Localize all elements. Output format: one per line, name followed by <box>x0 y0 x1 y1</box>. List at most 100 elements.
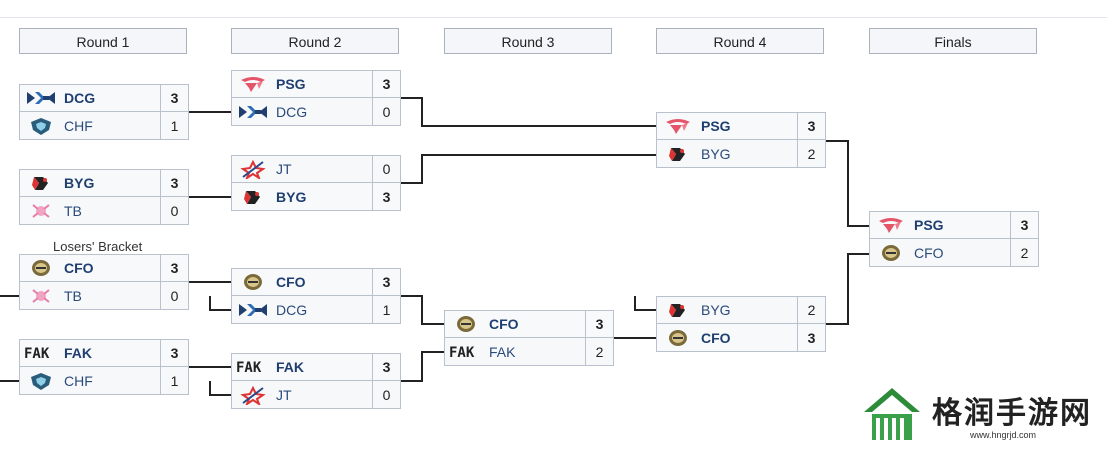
team-name-link[interactable]: CFO <box>64 260 94 276</box>
team-score: 3 <box>160 170 188 196</box>
byg-logo-icon <box>669 304 685 317</box>
team-name-link[interactable]: PSG <box>701 118 731 134</box>
watermark: 格润手游网 www.hngrjd.com <box>860 382 1105 444</box>
chf-logo-icon <box>31 372 51 390</box>
team-logo <box>236 184 270 210</box>
team-row-fak: FAK FAK 2 <box>444 338 614 366</box>
team-score: 1 <box>160 367 188 394</box>
team-logo <box>24 85 58 111</box>
watermark-logo-icon <box>864 388 920 440</box>
team-score: 3 <box>372 354 400 380</box>
team-score: 2 <box>797 140 825 167</box>
team-row-psg: PSG 3 <box>231 70 401 98</box>
psg-logo-icon <box>879 218 903 233</box>
team-score: 3 <box>797 113 825 139</box>
team-name-link[interactable]: CHF <box>64 372 93 389</box>
team-score: 3 <box>372 71 400 97</box>
team-name-link[interactable]: DCG <box>276 103 308 120</box>
svg-text:FAK: FAK <box>236 360 262 376</box>
team-name-link[interactable]: JT <box>276 161 292 177</box>
team-score: 0 <box>160 282 188 309</box>
team-row-chf: CHF 1 <box>19 112 189 140</box>
team-logo <box>661 141 695 167</box>
team-score: 0 <box>372 381 400 408</box>
team-name-link[interactable]: FAK <box>276 359 304 375</box>
team-name-link[interactable]: DCG <box>276 301 308 318</box>
team-name-link[interactable]: BYG <box>64 175 95 191</box>
team-logo <box>24 170 58 196</box>
team-name-link[interactable]: CFO <box>701 329 731 346</box>
tb-logo-icon <box>32 203 50 218</box>
dcg-logo-icon <box>239 303 267 316</box>
team-score: 1 <box>160 112 188 139</box>
chf-logo-icon <box>31 117 51 135</box>
team-name-link[interactable]: DCG <box>64 90 96 106</box>
team-name-link[interactable]: FAK <box>64 345 92 361</box>
team-logo <box>24 368 58 394</box>
round-1-header: Round 1 <box>19 28 187 54</box>
team-name-link[interactable]: JT <box>276 386 292 403</box>
team-row-tb: TB 0 <box>19 282 189 310</box>
team-row-cfo: CFO 3 <box>656 324 826 352</box>
fak-logo-icon: FAK <box>236 360 262 376</box>
fak-logo-icon: FAK <box>449 345 475 361</box>
team-logo <box>874 212 908 238</box>
team-logo <box>24 255 58 281</box>
cfo-logo-icon <box>457 316 475 332</box>
svg-text:FAK: FAK <box>24 346 50 362</box>
round-3-header: Round 3 <box>444 28 612 54</box>
team-row-byg: BYG 2 <box>656 140 826 168</box>
team-name-link[interactable]: PSG <box>276 76 306 92</box>
team-name-link[interactable]: CFO <box>276 274 306 290</box>
team-name-link[interactable]: BYG <box>701 145 731 162</box>
team-logo <box>661 113 695 139</box>
dcg-logo-icon <box>239 105 267 118</box>
team-score: 3 <box>1010 212 1038 238</box>
team-name-link[interactable]: FAK <box>489 343 516 360</box>
team-logo <box>24 113 58 139</box>
dcg-logo-icon <box>27 92 55 104</box>
jt-logo-icon <box>240 159 266 179</box>
team-name-link[interactable]: CFO <box>489 316 519 332</box>
team-score: 3 <box>797 324 825 351</box>
team-name-link[interactable]: CHF <box>64 117 93 134</box>
team-name-link[interactable]: TB <box>64 287 82 304</box>
team-name-link[interactable]: BYG <box>276 188 307 205</box>
team-logo <box>236 99 270 125</box>
team-name-link[interactable]: CFO <box>914 244 944 261</box>
team-name-link[interactable]: TB <box>64 202 82 219</box>
team-logo <box>236 156 270 182</box>
psg-logo-icon <box>666 119 690 134</box>
team-row-fak: FAK FAK 3 <box>231 353 401 381</box>
psg-logo-icon <box>241 77 265 92</box>
team-row-psg: PSG 3 <box>869 211 1039 239</box>
team-logo <box>661 325 695 351</box>
jt-logo-icon <box>240 385 266 405</box>
round-4-header: Round 4 <box>656 28 824 54</box>
team-score: 2 <box>797 297 825 323</box>
team-logo <box>24 198 58 224</box>
team-row-chf: CHF 1 <box>19 367 189 395</box>
team-score: 2 <box>1010 239 1038 266</box>
team-score: 3 <box>160 340 188 366</box>
team-score: 1 <box>372 296 400 323</box>
team-score: 2 <box>585 338 613 365</box>
team-name-link[interactable]: BYG <box>701 302 731 318</box>
team-name-link[interactable]: PSG <box>914 217 944 233</box>
team-logo <box>24 283 58 309</box>
svg-text:FAK: FAK <box>449 345 475 361</box>
team-row-cfo: CFO 2 <box>869 239 1039 267</box>
